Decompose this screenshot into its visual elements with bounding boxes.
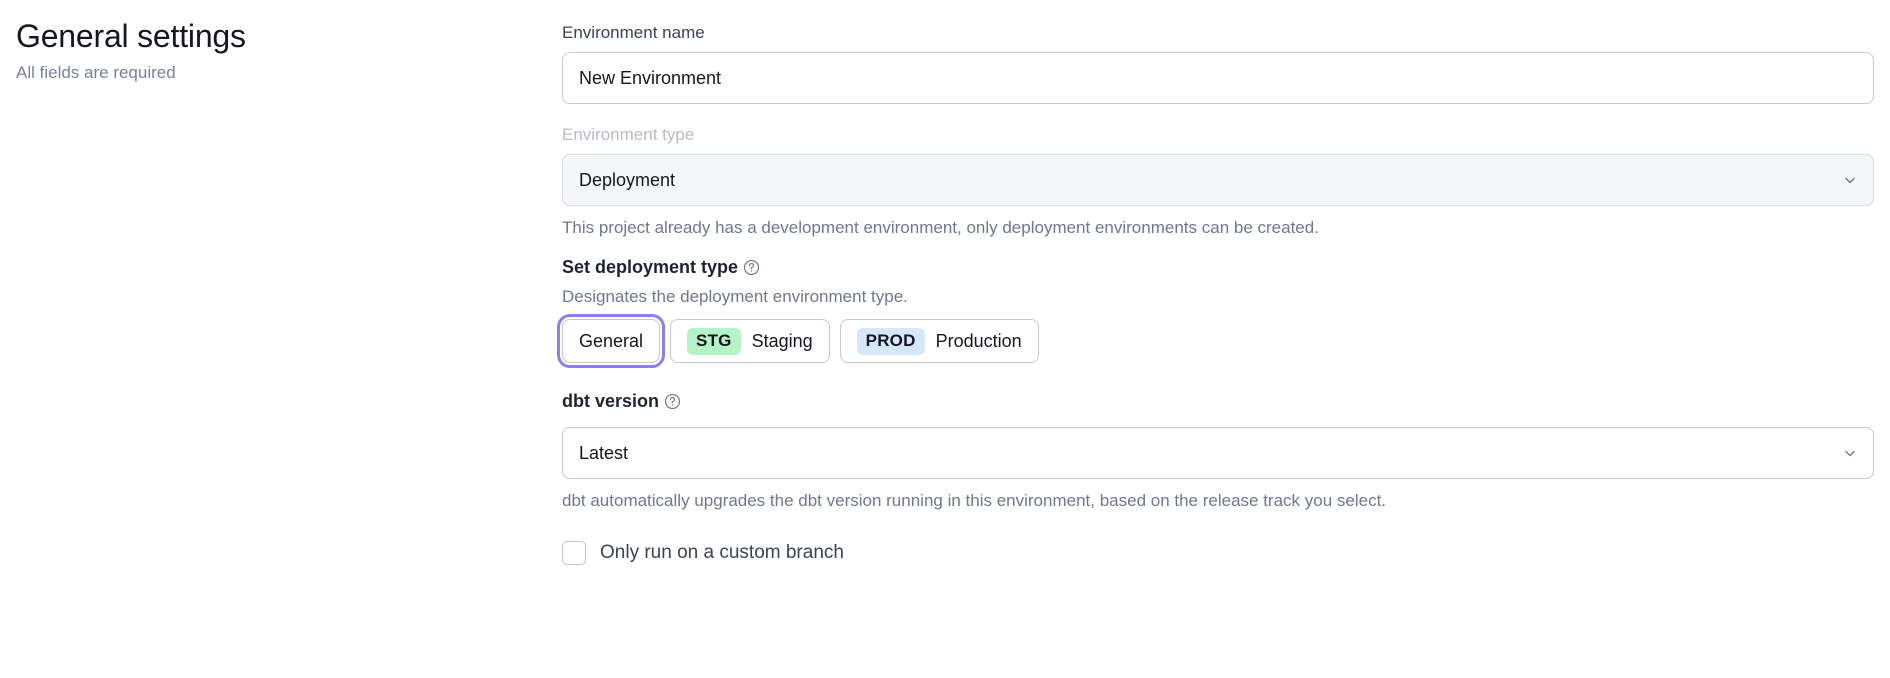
- environment-name-label: Environment name: [562, 23, 705, 42]
- dbt-version-field-group: dbt version Latest: [562, 389, 1874, 512]
- page-subtitle: All fields are required: [16, 63, 176, 82]
- dbt-version-title-row: dbt version: [562, 389, 1874, 413]
- help-circle-icon[interactable]: [743, 259, 760, 276]
- page-title: General settings: [16, 18, 246, 54]
- environment-type-select-wrap: Deployment: [562, 154, 1874, 206]
- settings-form-column: Environment name Environment type Deploy…: [556, 22, 1874, 565]
- dbt-version-hint: dbt automatically upgrades the dbt versi…: [562, 491, 1387, 510]
- deployment-type-title: Set deployment type: [562, 257, 739, 277]
- deployment-type-option-staging-label: Staging: [751, 331, 813, 351]
- deployment-type-option-production[interactable]: PROD Production: [839, 319, 1039, 363]
- dbt-version-select[interactable]: Latest: [562, 427, 1874, 479]
- dbt-version-value: Latest: [579, 443, 629, 463]
- help-circle-icon[interactable]: [664, 393, 681, 410]
- environment-type-hint: This project already has a development e…: [562, 218, 1319, 237]
- environment-name-input[interactable]: [562, 52, 1874, 104]
- custom-branch-checkbox[interactable]: [562, 541, 586, 565]
- environment-type-label: Environment type: [562, 125, 695, 144]
- chevron-down-icon: [1843, 446, 1857, 460]
- deployment-type-field-group: Set deployment type Designates the deplo…: [556, 255, 1874, 368]
- environment-type-field-group: Environment type Deployment This project…: [562, 124, 1874, 239]
- chevron-down-icon: [1843, 173, 1857, 187]
- production-badge: PROD: [856, 327, 925, 355]
- deployment-type-option-production-label: Production: [935, 331, 1022, 351]
- deployment-type-title-row: Set deployment type: [562, 255, 1874, 279]
- staging-badge: STG: [687, 327, 741, 355]
- deployment-type-description: Designates the deployment environment ty…: [562, 287, 908, 306]
- environment-type-select: Deployment: [562, 154, 1874, 206]
- deployment-type-option-staging[interactable]: STG Staging: [670, 319, 830, 363]
- dbt-version-select-wrap: Latest: [562, 427, 1874, 479]
- environment-type-value: Deployment: [579, 170, 676, 190]
- environment-name-field-group: Environment name: [562, 22, 1874, 104]
- custom-branch-checkbox-row[interactable]: Only run on a custom branch: [562, 541, 1874, 565]
- deployment-type-option-group: General STG Staging PROD Production: [556, 314, 1874, 368]
- custom-branch-label: Only run on a custom branch: [600, 542, 844, 563]
- deployment-type-option-general[interactable]: General: [556, 314, 666, 368]
- deployment-type-option-general-label: General: [579, 331, 644, 351]
- dbt-version-label: dbt version: [562, 391, 660, 411]
- settings-header-column: General settings All fields are required: [16, 16, 516, 84]
